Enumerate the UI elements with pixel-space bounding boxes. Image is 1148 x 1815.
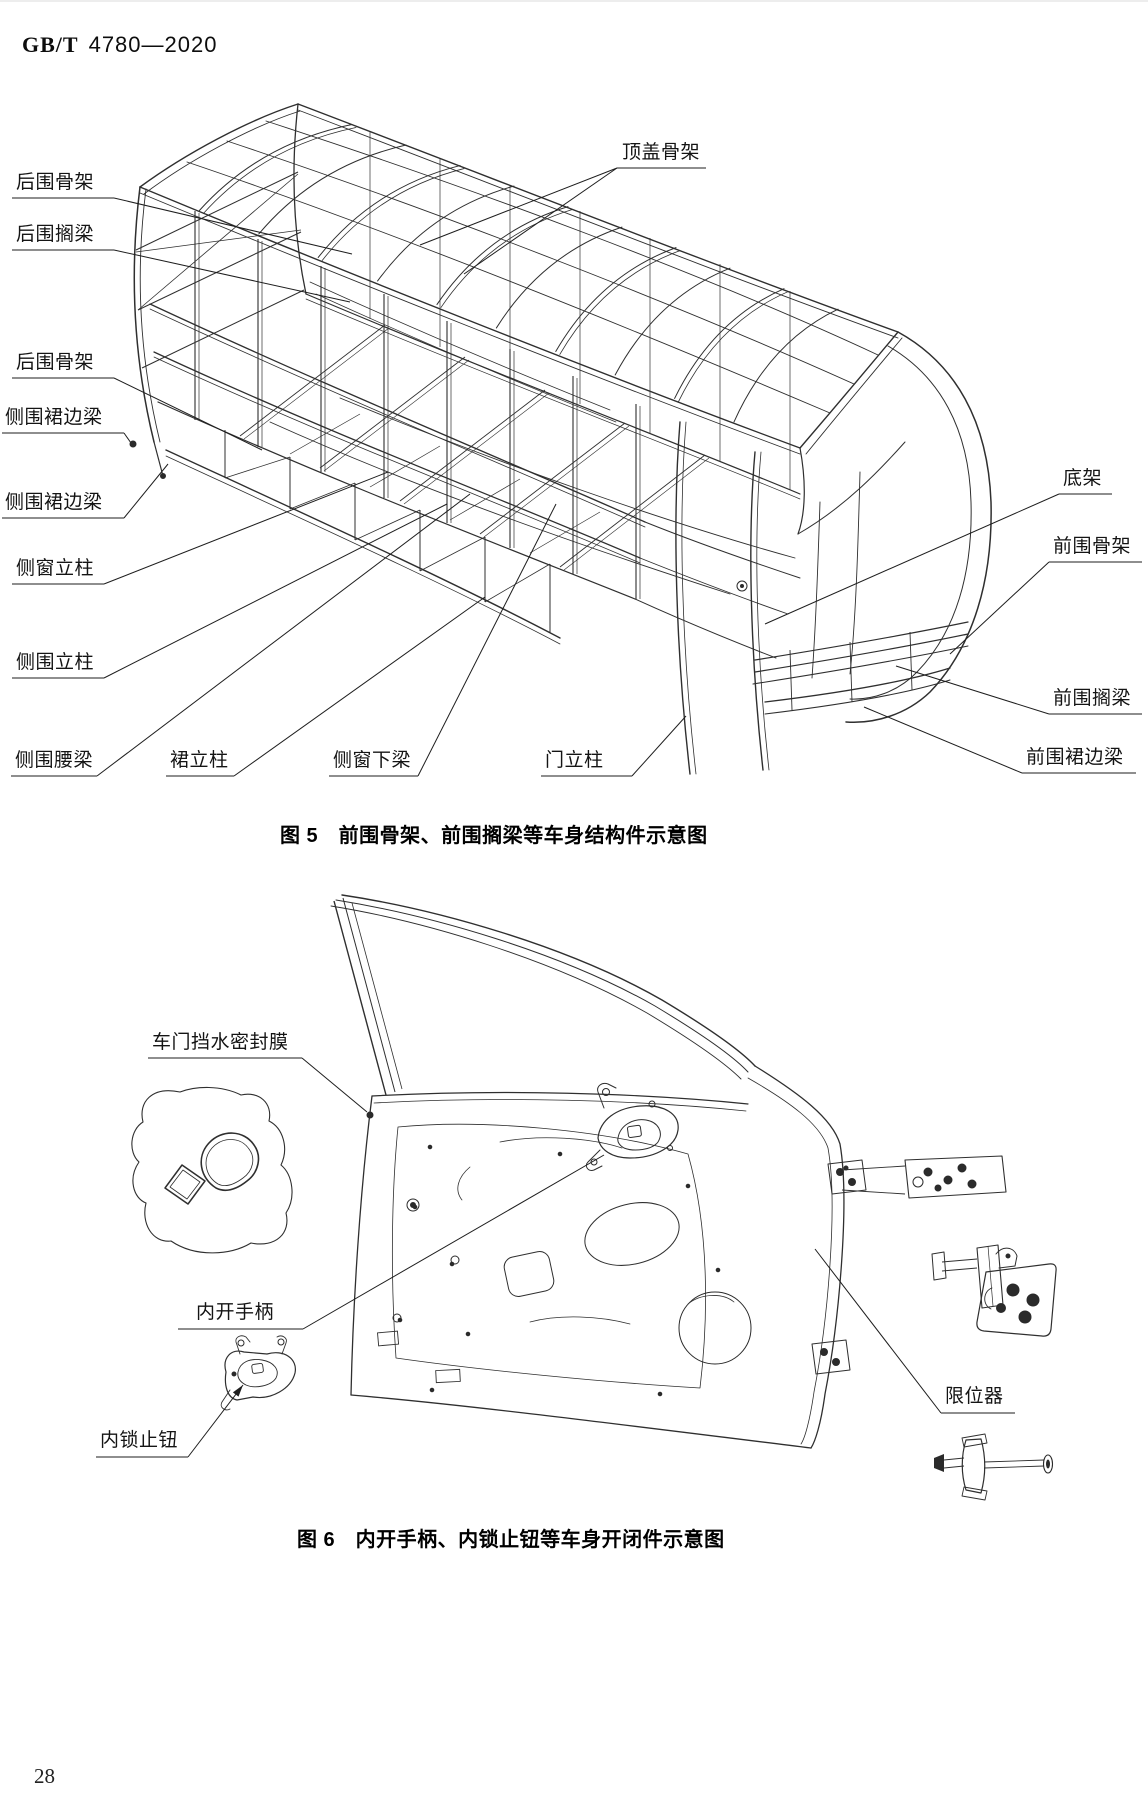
label-side-pillar: 侧围立柱 — [16, 652, 95, 673]
label-underframe: 底架 — [1063, 468, 1103, 489]
figure6-callout-lines — [96, 1057, 1015, 1458]
standard-code-number: 4780—2020 — [88, 32, 218, 57]
label-side-window-pillar: 侧窗立柱 — [16, 558, 95, 579]
label-rear-frame: 后围骨架 — [16, 172, 95, 193]
label-roof-frame: 顶盖骨架 — [622, 142, 701, 163]
label-inner-door-handle: 内开手柄 — [196, 1302, 275, 1323]
car-door-drawing — [131, 894, 1057, 1501]
label-front-frame: 前围骨架 — [1053, 536, 1132, 557]
label-door-pillar: 门立柱 — [545, 750, 604, 771]
label-door-check-limiter: 限位器 — [945, 1386, 1004, 1407]
figure5-caption: 图 5 前围骨架、前围搁梁等车身结构件示意图 — [280, 825, 708, 847]
figure5-callout-lines — [2, 167, 1142, 777]
label-inner-lock-knob: 内锁止钮 — [100, 1430, 179, 1451]
label-rear-shelf-beam: 后围搁梁 — [16, 224, 95, 245]
figure6-caption: 图 6 内开手柄、内锁止钮等车身开闭件示意图 — [297, 1529, 725, 1551]
page-number: 28 — [34, 1764, 55, 1788]
label-front-shelf-beam: 前围搁梁 — [1053, 688, 1132, 709]
label-rear-frame-lower: 后围骨架 — [16, 352, 95, 373]
label-front-skirt-beam: 前围裙边梁 — [1026, 747, 1124, 768]
label-door-watershield-film: 车门挡水密封膜 — [152, 1032, 289, 1053]
bus-body-frame-drawing — [133, 103, 992, 775]
label-side-skirt-beam-2: 侧围裙边梁 — [5, 492, 103, 513]
label-side-waist-rail: 侧围腰梁 — [15, 750, 94, 771]
label-skirt-pillar: 裙立柱 — [170, 750, 229, 771]
standard-code: GB/T 4780—2020 — [22, 32, 217, 58]
label-side-window-lower-rail: 侧窗下梁 — [333, 750, 412, 771]
label-side-skirt-beam: 侧围裙边梁 — [5, 407, 103, 428]
standard-code-prefix: GB/T — [22, 32, 79, 57]
